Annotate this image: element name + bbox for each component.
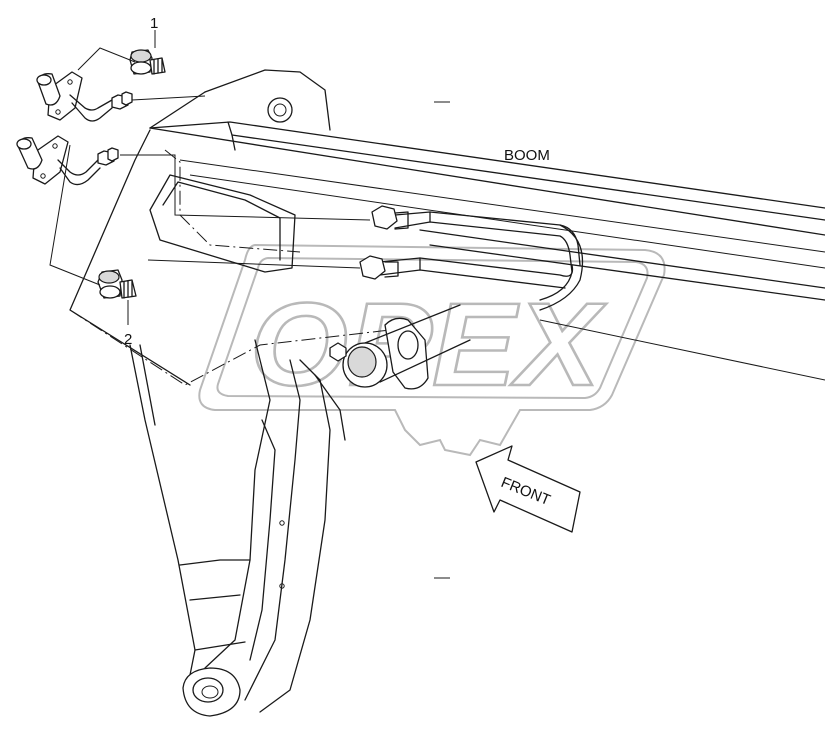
front-direction-arrow: FRONT: [475, 445, 581, 533]
watermark-text: OPEX: [250, 279, 607, 411]
pivot-pin-assembly: [329, 304, 471, 390]
hydraulic-lines: [359, 205, 584, 311]
watermark-gear-outline: [198, 243, 666, 457]
flange-lower: [32, 135, 69, 185]
boom-foot-bracket: [69, 69, 391, 717]
leader-lines: [49, 30, 371, 325]
fitting-nut-lower: [359, 255, 386, 280]
part-2-plug: [97, 269, 137, 299]
boom-beam: [149, 121, 825, 381]
callout-2: 2: [124, 331, 132, 348]
tube-assembly-lower: [16, 135, 119, 186]
fitting-nut-upper: [371, 205, 398, 230]
flange-upper: [47, 71, 83, 121]
watermark-logo: OPEX: [198, 243, 666, 457]
part-1-plug: [129, 49, 166, 75]
tube-assembly-upper: [36, 71, 133, 122]
boom-label: BOOM: [504, 147, 550, 164]
callout-1: 1: [150, 15, 158, 32]
front-arrow-shape: [475, 445, 581, 533]
